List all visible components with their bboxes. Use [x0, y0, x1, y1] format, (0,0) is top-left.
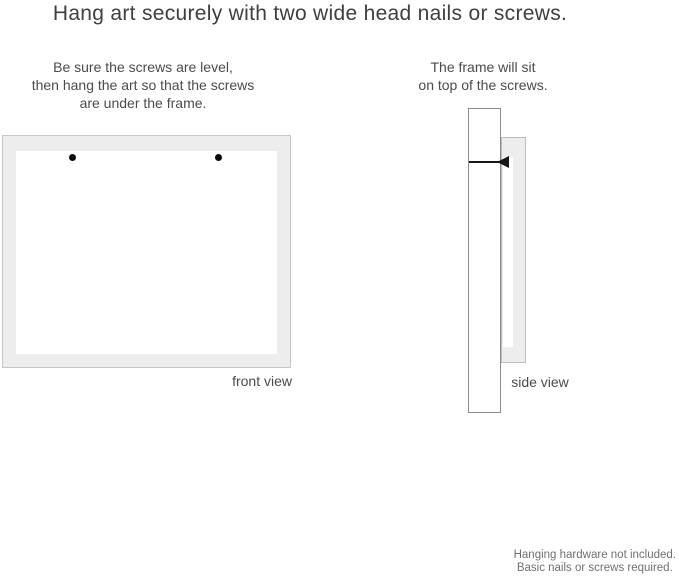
screw-right-icon [215, 154, 222, 161]
footnote-line-2: Basic nails or screws required. [516, 562, 673, 574]
footnote: Hanging hardware not included. Basic nai… [514, 549, 676, 575]
front-instruction: Be sure the screws are level, then hang … [0, 58, 286, 112]
footnote-line-1: Hanging hardware not included. [513, 549, 676, 561]
side-view-frame-recess [503, 157, 513, 347]
side-view-label: side view [511, 374, 569, 390]
front-view-label: front view [232, 373, 292, 389]
front-view-artwork-area [16, 151, 277, 354]
screw-left-icon [69, 154, 76, 161]
front-instruction-line-1: Be sure the screws are level, [53, 59, 233, 75]
nail-shaft-icon [469, 161, 499, 163]
side-view-frame-profile [501, 137, 526, 363]
side-instruction-line-2: on top of the screws. [418, 77, 548, 93]
front-view-frame [2, 135, 291, 368]
nail-head-icon [497, 156, 509, 168]
front-instruction-line-3: are under the frame. [79, 95, 207, 111]
page-title: Hang art securely with two wide head nai… [52, 2, 568, 25]
front-instruction-line-2: then hang the art so that the screws [31, 77, 255, 93]
side-instruction: The frame will sit on top of the screws. [333, 58, 633, 94]
side-instruction-line-1: The frame will sit [430, 59, 536, 75]
side-view-wall [468, 108, 501, 413]
